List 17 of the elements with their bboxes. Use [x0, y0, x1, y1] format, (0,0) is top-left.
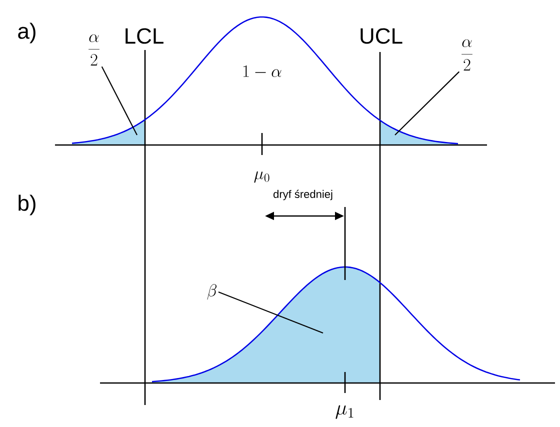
- shaded-tail: [72, 120, 145, 145]
- leader-line: [101, 66, 138, 136]
- axis-caption: dryf średniej: [274, 190, 332, 200]
- math-label: $1-\alpha$: [244, 65, 282, 78]
- math-label: $\mu_1$: [336, 405, 354, 419]
- leader-line: [394, 71, 460, 136]
- math-label: $\frac{\alpha}{2}$: [88, 34, 100, 66]
- limit-label: UCL: [360, 28, 402, 44]
- math-label: $\beta$: [207, 284, 217, 300]
- panel-label: a): [18, 22, 36, 44]
- shaded-area: [152, 267, 380, 383]
- math-label: $\frac{\alpha}{2}$: [462, 39, 472, 70]
- shaded-tail: [380, 120, 458, 145]
- panel-label: b): [18, 194, 36, 216]
- leader-line: [218, 291, 324, 334]
- math-label: $\mu_0$: [254, 171, 270, 183]
- limit-label: LCL: [126, 28, 164, 44]
